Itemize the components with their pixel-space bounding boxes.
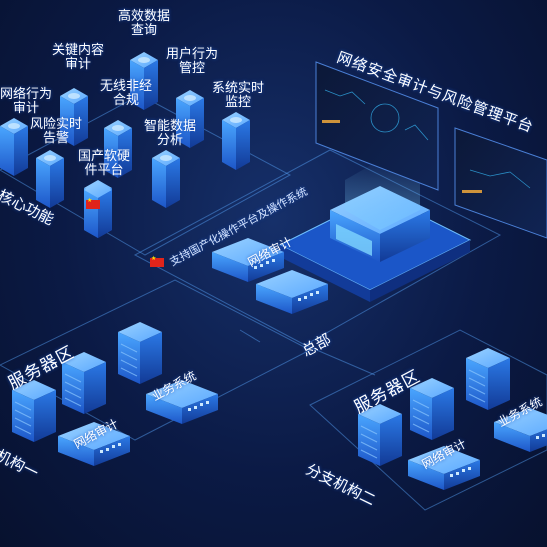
hq-region-outline (133, 149, 502, 346)
core-item-system-monitoring: 系统实时 监控 (212, 81, 265, 110)
core-item-network-behavior-audit: 网络行为 审计 (0, 87, 53, 116)
branch-two-outline (309, 329, 547, 511)
china-flag-icon (150, 255, 164, 267)
core-item-intelligent-analysis: 智能数据 分析 (144, 119, 197, 148)
core-item-key-content-audit: 关键内容 审计 (52, 43, 105, 72)
core-item-efficient-data-query: 高效数据 查询 (118, 9, 171, 38)
branch-one-outline (0, 279, 312, 441)
domestic-block (84, 182, 112, 238)
core-item-wireless-compliance: 无线非经 合规 (100, 79, 153, 108)
core-item-risk-realtime-alert: 风险实时 告警 (30, 117, 83, 146)
monitor-screens (315, 61, 547, 239)
core-item-user-behavior-control: 用户行为 管控 (166, 47, 219, 76)
central-platform (278, 160, 472, 302)
china-flag-icon (86, 197, 100, 209)
core-item-domestic-platform: 国产软硬 件平台 (78, 149, 131, 178)
